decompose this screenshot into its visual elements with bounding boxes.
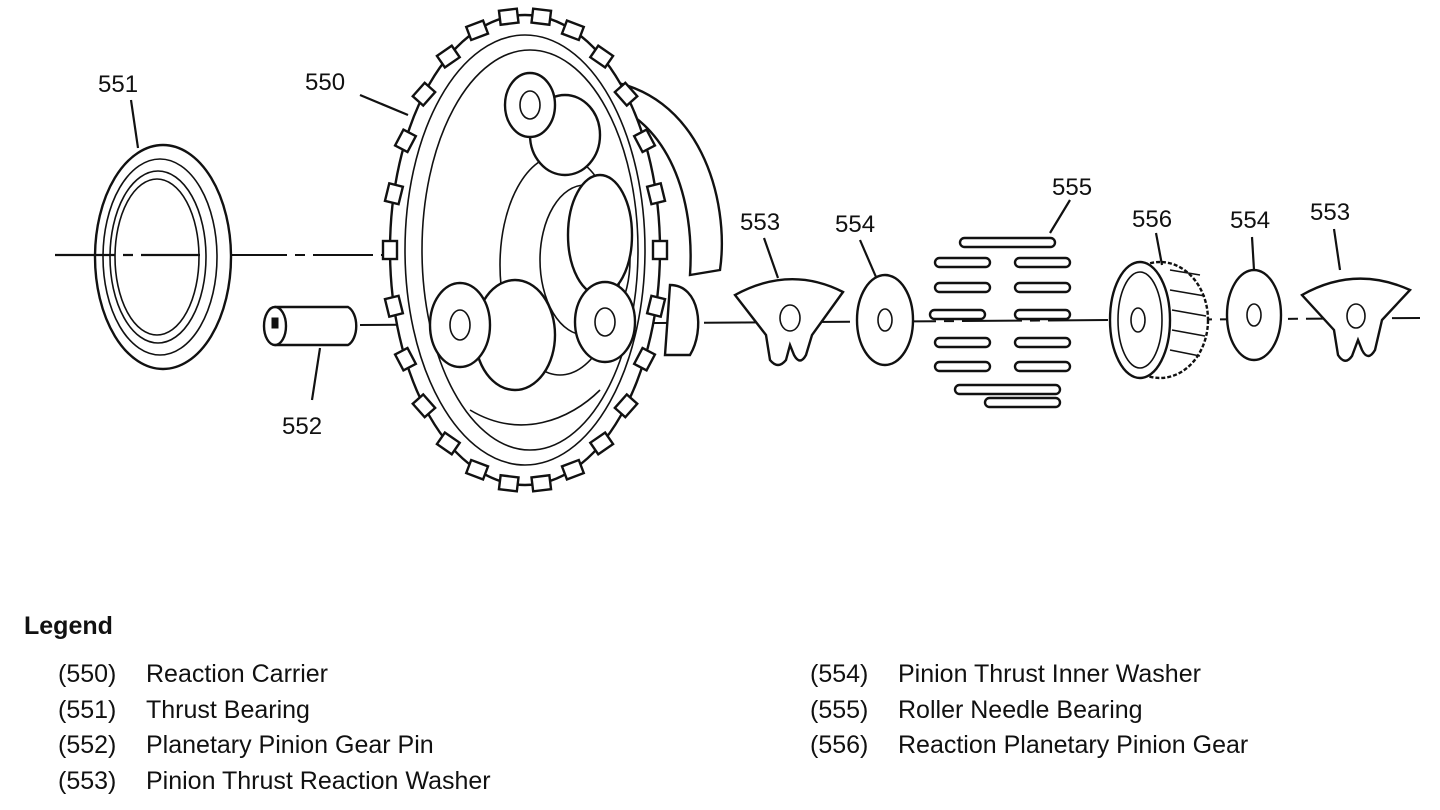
legend-item: (553) Pinion Thrust Reaction Washer	[58, 767, 491, 803]
legend-item-number: (556)	[810, 731, 869, 759]
legend-item-number: (552)	[58, 731, 117, 759]
carrier-tooth	[613, 392, 639, 419]
reaction-carrier-550	[381, 7, 724, 493]
callout-554-right: 554	[1230, 207, 1270, 234]
reaction-pinion-gear-556	[1108, 260, 1210, 380]
inner-washer-554-left	[855, 273, 915, 367]
legend-item-label: Planetary Pinion Gear Pin	[146, 731, 434, 759]
carrier-tooth	[464, 458, 490, 482]
leader-lines	[129, 93, 1342, 401]
carrier-tooth	[645, 181, 667, 206]
carrier-tooth	[632, 127, 657, 154]
legend-item: (555) Roller Needle Bearing	[810, 696, 1248, 732]
carrier-tooth	[588, 44, 615, 70]
needle-roller	[983, 396, 1062, 409]
needle-roller	[1013, 336, 1072, 349]
legend-item-label: Pinion Thrust Inner Washer	[898, 660, 1201, 688]
needle-roller	[933, 360, 992, 373]
legend-item: (551) Thrust Bearing	[58, 696, 491, 732]
carrier-tooth	[560, 18, 586, 42]
legend-item-label: Reaction Carrier	[146, 660, 329, 688]
needle-roller	[933, 256, 992, 269]
legend-item: (554) Pinion Thrust Inner Washer	[810, 660, 1248, 696]
callout-555: 555	[1052, 174, 1092, 201]
legend-title: Legend	[24, 612, 113, 640]
legend-item-number: (550)	[58, 660, 117, 688]
legend-left-column: (550) Reaction Carrier (551) Thrust Bear…	[58, 660, 491, 802]
needle-roller	[1013, 281, 1072, 294]
callout-553-left: 553	[740, 209, 780, 236]
carrier-tooth	[497, 7, 520, 27]
callout-553-right: 553	[1310, 199, 1350, 226]
reaction-washer-553-right	[1300, 277, 1413, 362]
needle-roller	[953, 383, 1062, 396]
pinion-gear-pin-552	[262, 305, 358, 347]
carrier-tooth	[588, 430, 615, 456]
carrier-tooth	[383, 294, 405, 319]
inner-washer-554-right	[1225, 268, 1283, 362]
carrier-tooth	[645, 294, 667, 319]
carrier-tooth	[464, 18, 490, 42]
carrier-tooth	[393, 127, 418, 154]
callout-554-left: 554	[835, 211, 875, 238]
carrier-tooth	[651, 239, 669, 261]
reaction-washer-553-left	[733, 278, 845, 367]
legend-item: (556) Reaction Planetary Pinion Gear	[810, 731, 1248, 767]
legend-item-number: (554)	[810, 660, 869, 688]
callout-556: 556	[1132, 206, 1172, 233]
carrier-tooth	[530, 7, 553, 27]
needle-roller	[958, 236, 1057, 249]
carrier-tooth	[632, 346, 657, 373]
legend-item-label: Reaction Planetary Pinion Gear	[898, 731, 1249, 759]
carrier-tooth	[383, 181, 405, 206]
carrier-tooth	[435, 44, 462, 70]
needle-roller	[928, 308, 987, 321]
carrier-tooth	[393, 346, 418, 373]
legend-right-column: (554) Pinion Thrust Inner Washer (555) R…	[810, 660, 1248, 767]
needle-roller	[1013, 360, 1072, 373]
carrier-teeth	[381, 7, 669, 493]
carrier-tooth	[613, 81, 639, 108]
legend-item-label: Pinion Thrust Reaction Washer	[146, 766, 491, 795]
carrier-tooth	[530, 473, 553, 493]
needle-roller	[933, 281, 992, 294]
legend-item: (552) Planetary Pinion Gear Pin	[58, 731, 491, 767]
exploded-parts-diagram: 551 550 552 553 554 555 556 554 553	[55, 7, 1421, 493]
legend-item: (550) Reaction Carrier	[58, 660, 491, 696]
legend-item-number: (551)	[58, 695, 117, 724]
callout-552: 552	[282, 413, 322, 440]
legend-item-label: Thrust Bearing	[146, 695, 310, 724]
carrier-tooth	[435, 430, 462, 456]
needle-roller	[1013, 256, 1072, 269]
callout-550: 550	[305, 69, 345, 96]
needle-roller	[933, 336, 992, 349]
thrust-bearing-551	[55, 143, 233, 371]
legend-item-number: (553)	[58, 766, 117, 795]
legend-item-label: Roller Needle Bearing	[898, 695, 1143, 724]
carrier-tooth	[411, 392, 437, 419]
callout-551: 551	[98, 71, 138, 98]
legend-item-number: (555)	[810, 695, 869, 724]
carrier-tooth	[560, 458, 586, 482]
needle-roller	[1013, 308, 1072, 321]
carrier-tooth	[381, 239, 399, 261]
roller-needle-bearing-555	[928, 236, 1072, 409]
carrier-tooth	[497, 473, 520, 493]
carrier-tooth	[411, 81, 437, 108]
